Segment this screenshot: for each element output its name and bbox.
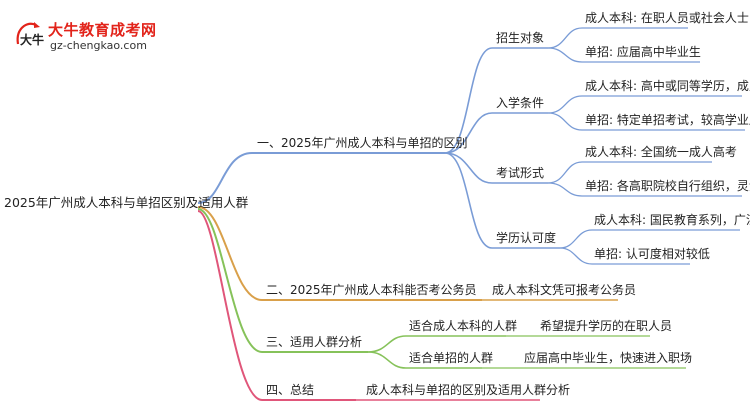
b3-sub-2-item-1: 应届高中毕业生，快速进入职场 bbox=[524, 351, 693, 365]
b1-sub-2-item-2: 单招: 特定单招考试，较高学业成绩 bbox=[585, 113, 750, 127]
branch-3-label: 三、适用人群分析 bbox=[266, 335, 363, 349]
mindmap-root: 2025年广州成人本科与单招区别及适用人群 bbox=[4, 195, 249, 210]
link-root-branch-1 bbox=[197, 152, 445, 204]
svg-text:大牛: 大牛 bbox=[20, 32, 44, 47]
link-root-branch-4 bbox=[197, 210, 356, 401]
b1-sub-3-item-1: 成人本科: 全国统一成人高考 bbox=[585, 145, 737, 159]
link-root-branch-3 bbox=[197, 208, 368, 353]
logo-mark-icon: 大牛 bbox=[16, 22, 44, 47]
b2-leaf-label: 成人本科文凭可报考公务员 bbox=[492, 283, 637, 297]
link-b1-入学条件 bbox=[444, 112, 548, 154]
b1-sub-4-label: 学历认可度 bbox=[496, 231, 557, 245]
b1-sub-3-item-2: 单招: 各高职院校自行组织，灵活性大 bbox=[585, 179, 750, 193]
link-root-branch-2 bbox=[197, 206, 482, 301]
b1-sub-1-label: 招生对象 bbox=[496, 31, 545, 45]
b1-sub-1-item-1: 成人本科: 在职人员或社会人士 bbox=[585, 11, 749, 25]
b1-sub-1-item-2: 单招: 应届高中毕业生 bbox=[585, 45, 701, 59]
branch-2-label: 二、2025年广州成人本科能否考公务员 bbox=[266, 283, 477, 297]
link-b1-考试形式 bbox=[444, 152, 548, 184]
branch-1-label: 一、2025年广州成人本科与单招的区别 bbox=[257, 136, 468, 150]
b1-sub-4-item-2: 单招: 认可度相对较低 bbox=[594, 247, 710, 261]
b1-sub-4-item-1: 成人本科: 国民教育系列，广泛认可 bbox=[594, 213, 750, 227]
logo-title: 大牛教育成考网 bbox=[48, 21, 157, 39]
b3-sub-2-label: 适合单招的人群 bbox=[409, 351, 494, 365]
b1-sub-2-item-1: 成人本科: 高中或同等学历，成人高考 bbox=[585, 79, 750, 93]
branch-4-label: 四、总结 bbox=[266, 383, 315, 397]
link-b1-招生对象 bbox=[444, 47, 548, 154]
logo-url: gz-chengkao.com bbox=[50, 39, 147, 52]
site-logo[interactable]: 大牛 大牛教育成考网 gz-chengkao.com bbox=[14, 16, 164, 56]
b1-sub-3-label: 考试形式 bbox=[496, 166, 545, 180]
b3-sub-1-item-1: 希望提升学历的在职人员 bbox=[540, 319, 673, 333]
b3-sub-1-label: 适合成人本科的人群 bbox=[409, 319, 518, 333]
link-b1-学历认可度 bbox=[444, 152, 560, 249]
b1-sub-2-label: 入学条件 bbox=[496, 96, 545, 110]
b4-leaf-label: 成人本科与单招的区别及适用人群分析 bbox=[366, 383, 571, 397]
